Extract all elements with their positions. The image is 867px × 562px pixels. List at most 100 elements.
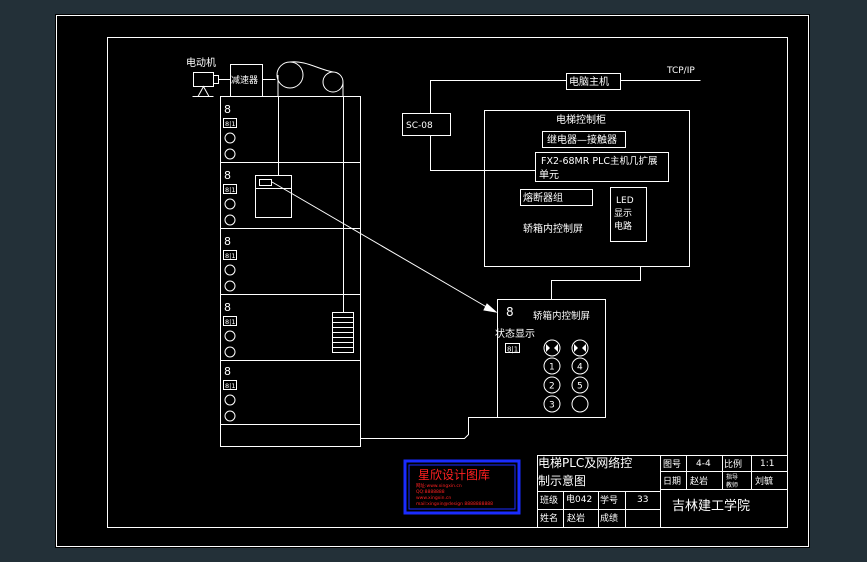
floor-display-digits: 8|1 (225, 120, 235, 128)
led-label-3: 电路 (614, 220, 632, 232)
floor-digit: 8 (224, 235, 231, 248)
floor-call-button[interactable] (571, 395, 589, 413)
led-box (610, 187, 647, 242)
relay-box (542, 131, 626, 148)
host-computer-box (566, 73, 621, 90)
motor-label: 电动机 (186, 56, 216, 69)
teacher-name: 刘毓 (755, 475, 773, 487)
stamp-line-3: www.xingxin.cn (416, 495, 451, 501)
status-display-box (505, 343, 520, 353)
title-block (537, 455, 788, 528)
floor-indicators: 88|188|188|188|188|1 (223, 103, 237, 422)
floor-up-button[interactable] (224, 394, 236, 406)
floor-display-box (223, 380, 237, 390)
floor-display-digits: 8|1 (225, 252, 235, 260)
floor-up-button[interactable] (224, 330, 236, 342)
signal-arrow (271, 181, 498, 313)
status-display-label: 状态显示 (495, 327, 535, 340)
floor-indicator: 8 8|1 (223, 169, 237, 226)
floor-call-button[interactable]: 2 (543, 376, 561, 394)
name-label: 姓名 (540, 512, 558, 524)
name-value: 赵岩 (567, 512, 585, 524)
fig-no-label: 图号 (663, 459, 681, 470)
floor-display-box (223, 316, 237, 326)
floor-digit: 8 (224, 169, 231, 182)
floor-display-box (223, 250, 237, 260)
floor-down-button[interactable] (224, 214, 236, 226)
drawing-title-1: 电梯PLC及网络控 (538, 455, 632, 470)
led-label-2: 显示 (614, 208, 632, 219)
motor-symbol (192, 72, 231, 97)
floor-digit: 8 (224, 103, 231, 116)
reducer-label: 减速器 (231, 74, 258, 86)
floor-call-label: 2 (549, 382, 555, 392)
plc-box (535, 152, 669, 182)
fuse-box (520, 189, 593, 206)
class-value: 电042 (566, 493, 592, 505)
floor-call-label: 1 (549, 363, 555, 373)
date-value: 赵岩 (690, 475, 708, 487)
sc08-box (402, 113, 451, 136)
floor-call-label: 4 (577, 363, 583, 373)
date-label: 日期 (663, 476, 681, 487)
floor-down-button[interactable] (224, 148, 236, 160)
school-name: 吉林建工学院 (672, 498, 750, 514)
design-stamp: 星欣设计图库 网址:www.xingxin.cn QQ:8888888 www.… (403, 459, 521, 515)
floor-display-digits: 8|1 (225, 382, 235, 390)
floor-down-button[interactable] (224, 280, 236, 292)
hoistway (220, 96, 361, 447)
panel-buttons: 1 4 2 5 3 (543, 339, 589, 413)
control-cabinet (484, 110, 690, 267)
fuse-label: 熔断器组 (523, 191, 563, 204)
panel-seg-digit: 8 (506, 305, 514, 319)
elevator-car (255, 175, 292, 218)
floor-call-button[interactable]: 3 (543, 395, 561, 413)
inner-border (107, 37, 788, 528)
floor-down-button[interactable] (224, 410, 236, 422)
floor-display-digits: 8|1 (225, 318, 235, 326)
relay-label: 继电器—接触器 (547, 133, 617, 146)
floor-display-box (223, 118, 237, 128)
led-label-1: LED (616, 196, 634, 206)
floor-call-button[interactable]: 4 (571, 357, 589, 375)
teacher-label-1: 指导 (726, 473, 738, 481)
plc-label-1: FX2-68MR PLC主机几扩展 (541, 155, 658, 167)
car-panel-title: 轿箱内控制屏 (533, 310, 590, 322)
grade-label: 成绩 (600, 512, 618, 524)
floor-digit: 8 (224, 365, 231, 378)
sc08-label: SC-08 (406, 121, 433, 131)
stamp-title: 星欣设计图库 (418, 467, 490, 482)
floor-call-label: 5 (577, 382, 583, 392)
network-label: TCP/IP (666, 66, 695, 76)
floor-display-digits: 8|1 (225, 186, 235, 194)
floor-indicator: 88|1 (223, 301, 237, 358)
scale-label: 比例 (724, 458, 742, 470)
student-no: 33 (637, 495, 648, 505)
floor-call-label: 3 (549, 401, 555, 411)
floor-call-button[interactable]: 1 (543, 357, 561, 375)
teacher-label-2: 教师 (726, 481, 738, 489)
floor-up-button[interactable] (224, 264, 236, 276)
fig-no: 4-4 (696, 459, 711, 469)
student-no-label: 学号 (600, 494, 618, 506)
stamp-line-2: QQ:8888888 (416, 489, 445, 495)
floor-indicator: 8 8|1 (223, 235, 237, 292)
door-close-button[interactable] (571, 339, 589, 357)
drawing-title-2: 制示意图 (538, 473, 586, 488)
class-label: 班级 (540, 494, 558, 506)
floor-call-button[interactable]: 5 (571, 376, 589, 394)
cabinet-car-panel-label: 轿箱内控制屏 (523, 222, 583, 235)
floor-indicator: 8 8|1 (223, 365, 237, 422)
floor-down-button[interactable] (224, 346, 236, 358)
floor-up-button[interactable] (224, 198, 236, 210)
floor-indicator: 8 8|1 (223, 103, 237, 160)
host-label: 电脑主机 (569, 75, 609, 88)
door-open-button[interactable] (543, 339, 561, 357)
plc-label-2: 单元 (539, 169, 559, 181)
drawing-sheet (55, 14, 810, 548)
floor-up-button[interactable] (224, 132, 236, 144)
status-display-digits: 8|1 (507, 346, 518, 354)
floor-display-box (223, 184, 237, 194)
scale-value: 1:1 (760, 459, 774, 469)
